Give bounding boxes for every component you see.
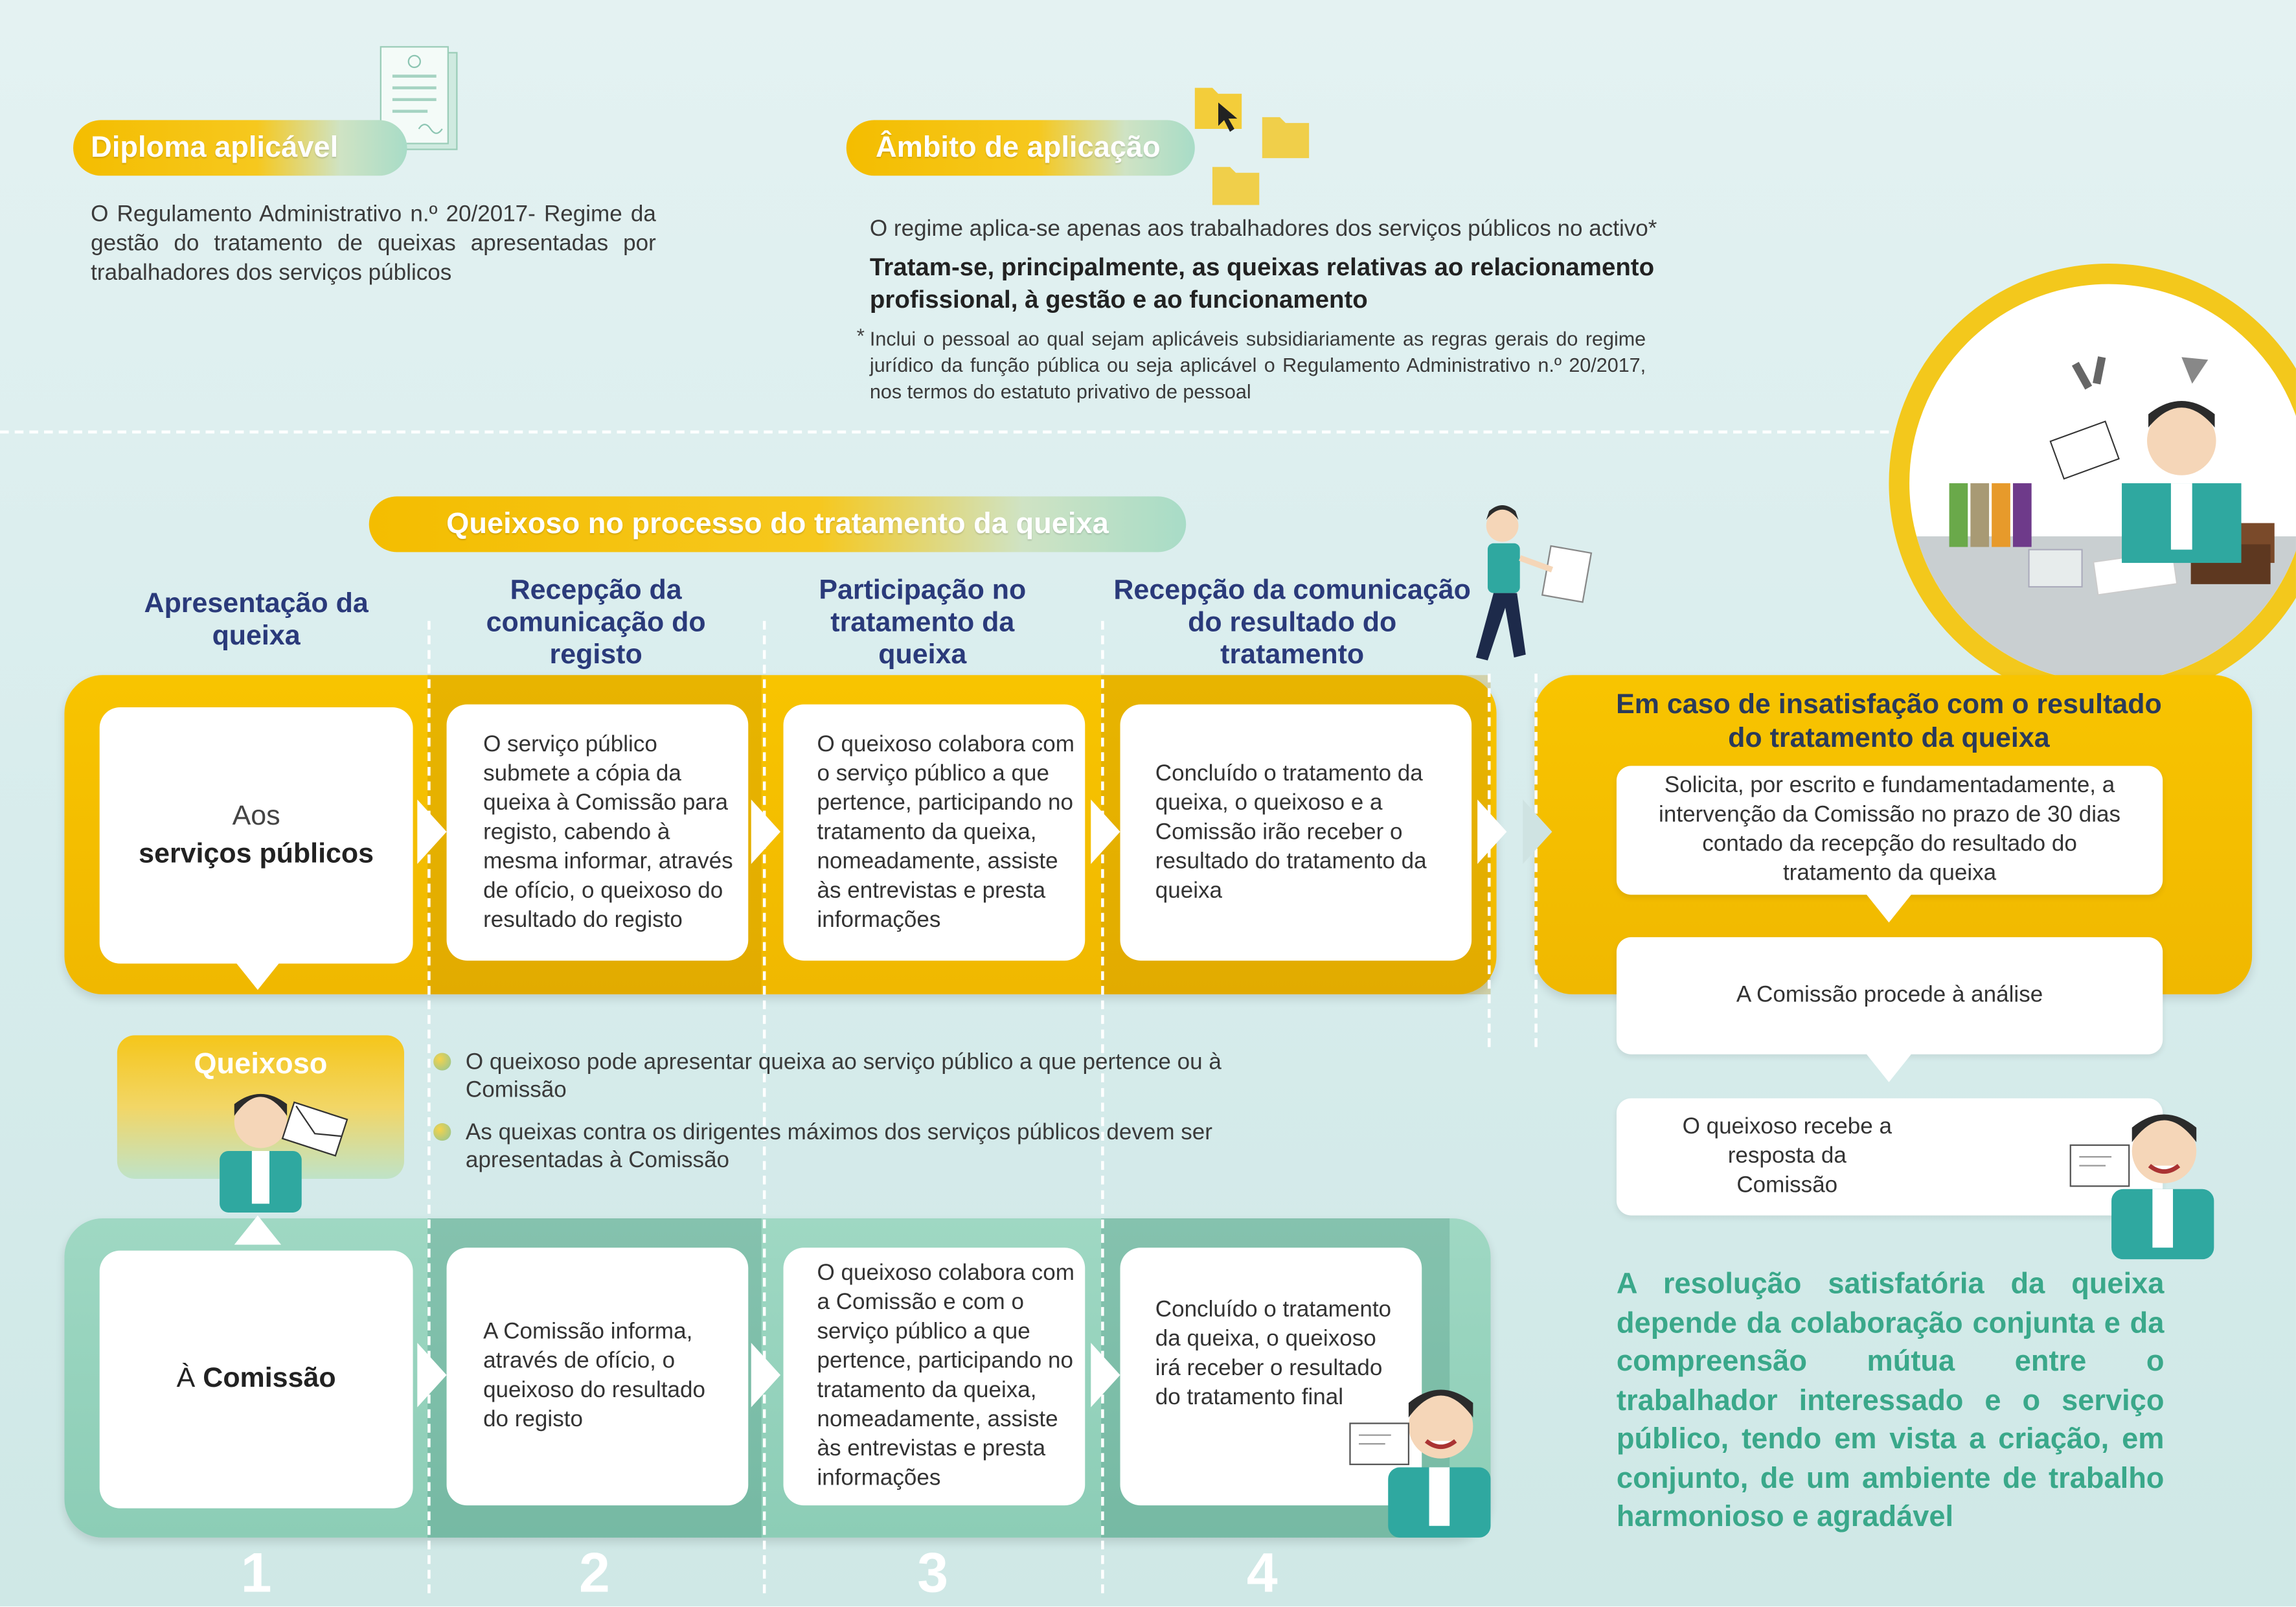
step-number-1: 1 xyxy=(240,1543,272,1605)
arrow-icon xyxy=(1091,799,1120,864)
diploma-text: O Regulamento Administrativo n.º 20/2017… xyxy=(91,201,656,286)
arrow-icon xyxy=(1477,799,1507,864)
stressed-worker-illustration xyxy=(1889,263,2296,703)
bullet-icon xyxy=(433,1053,451,1071)
arrow-icon xyxy=(417,1343,447,1408)
commission-label-card: À Comissão xyxy=(99,1250,413,1509)
commission-label-bold: Comissão xyxy=(203,1363,336,1395)
column-header-4: Recepção da comunicação do resultado do … xyxy=(1113,575,1471,671)
walking-man-illustration xyxy=(1475,505,1593,661)
commission-card-2: A Comissão informa, através de ofício, o… xyxy=(446,1248,749,1506)
dissatisfaction-step-2: A Comissão procede à análise xyxy=(1616,937,2163,1054)
services-label-card: Aos serviços públicos xyxy=(99,707,413,964)
commission-card-3: O queixoso colabora com a Comissão e com… xyxy=(783,1248,1085,1506)
folders-icon xyxy=(1194,87,1310,205)
diploma-title: Diploma aplicável xyxy=(73,120,407,176)
services-label-bold: serviços públicos xyxy=(139,838,374,869)
pointer-up-icon xyxy=(234,1215,282,1245)
commission-label-light: À xyxy=(176,1363,196,1395)
happy-worker-illustration xyxy=(2069,1114,2214,1260)
services-card-3: O queixoso colabora com o serviço públic… xyxy=(783,704,1085,961)
commission-label: À Comissão xyxy=(176,1363,336,1395)
column-header-3: Participação no tratamento da queixa xyxy=(819,575,1027,671)
conclusion-text: A resolução satisfatória da queixa depen… xyxy=(1616,1268,2165,1534)
bullet-text: As queixas contra os dirigentes máximos … xyxy=(465,1120,1212,1173)
arrow-icon xyxy=(417,799,447,864)
arrow-icon xyxy=(1091,1343,1120,1408)
queixoso-bullet-2: As queixas contra os dirigentes máximos … xyxy=(433,1119,1253,1174)
column-header-2: Recepção da comunicação do registo xyxy=(486,575,706,671)
arrow-icon xyxy=(751,799,781,864)
section-divider xyxy=(0,430,1904,434)
step-number-2: 2 xyxy=(578,1543,610,1605)
process-title: Queixoso no processo do tratamento da qu… xyxy=(369,496,1187,553)
happy-worker-illustration xyxy=(1349,1389,1491,1538)
services-card-2: O serviço público submete a cópia da que… xyxy=(446,704,749,961)
pointer-down-icon xyxy=(1865,893,1913,923)
services-label-light: Aos xyxy=(232,800,280,832)
ambito-footnote: Inclui o pessoal ao qual sejam aplicávei… xyxy=(869,328,1646,403)
column-divider-3 xyxy=(1101,621,1104,1593)
ambito-title: Âmbito de aplicação xyxy=(846,120,1195,176)
ambito-line1: O regime aplica-se apenas aos trabalhado… xyxy=(869,216,1657,242)
arrow-icon xyxy=(751,1343,781,1408)
footnote-mark: * xyxy=(856,323,865,347)
column-divider-1 xyxy=(427,621,431,1593)
step-number-3: 3 xyxy=(917,1543,949,1605)
pointer-down-icon xyxy=(234,961,282,990)
dissatisfaction-step-1: Solicita, por escrito e fundamentadament… xyxy=(1616,766,2163,895)
pointer-down-icon xyxy=(1865,1053,1913,1082)
column-divider-2 xyxy=(762,621,766,1593)
dissatisfaction-title: Em caso de insatisfação com o resultado … xyxy=(1616,689,2162,755)
queixoso-label: Queixoso xyxy=(194,1048,328,1081)
services-card-4: Concluído o tratamento da queixa, o quei… xyxy=(1120,704,1472,961)
column-header-1: Apresentação da queixa xyxy=(144,588,369,652)
step-number-4: 4 xyxy=(1246,1543,1278,1605)
bullet-text: O queixoso pode apresentar queixa ao ser… xyxy=(465,1049,1222,1103)
ambito-bold-line: Tratam-se, principalmente, as queixas re… xyxy=(869,253,1655,313)
worker-with-letter-illustration xyxy=(220,1093,348,1213)
arrow-icon xyxy=(1523,799,1552,864)
bullet-icon xyxy=(433,1123,451,1141)
queixoso-bullet-1: O queixoso pode apresentar queixa ao ser… xyxy=(433,1049,1253,1104)
